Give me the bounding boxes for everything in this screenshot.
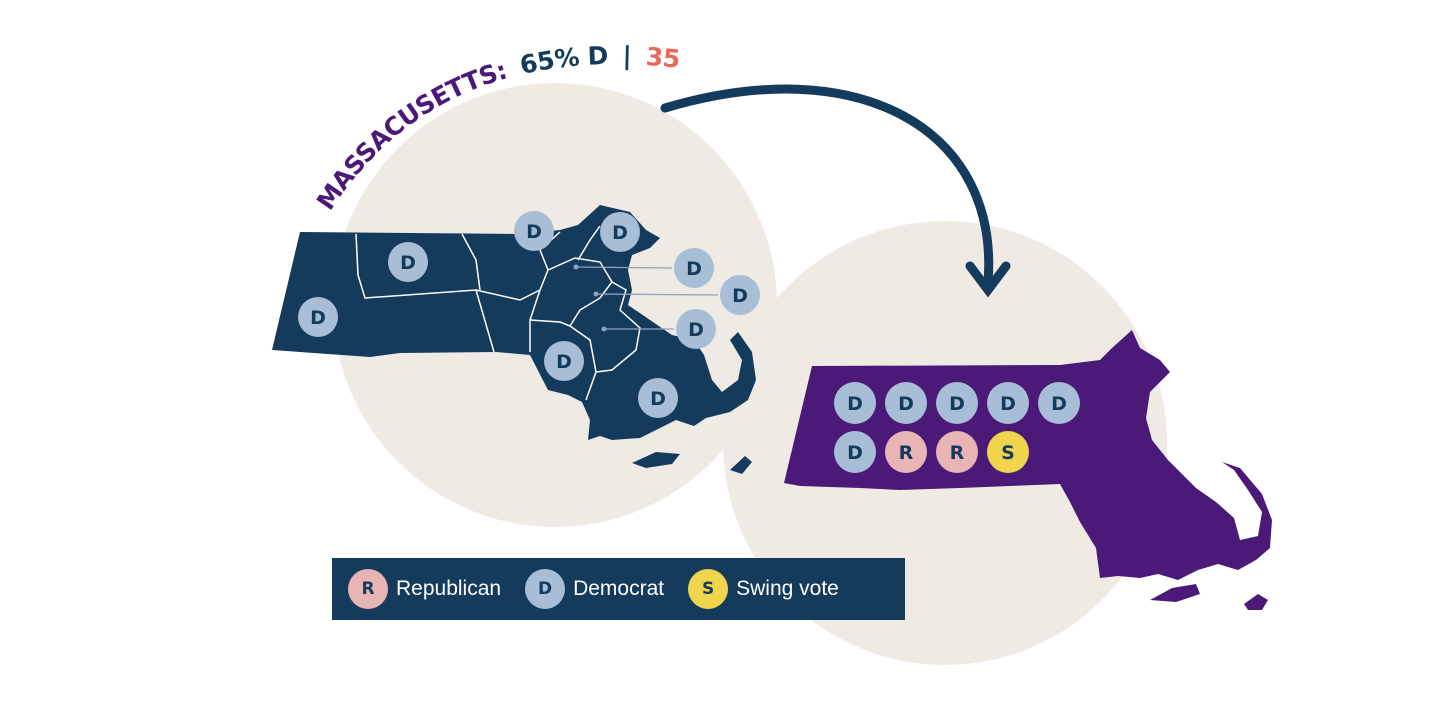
- seat-chip: S: [987, 431, 1029, 473]
- district-chip-letter: D: [556, 351, 572, 373]
- dem-share: 65% D: [517, 41, 608, 80]
- legend: R Republican D Democrat S Swing vote: [332, 558, 905, 620]
- seat-chip-letter: D: [949, 393, 965, 415]
- seat-chip: D: [834, 431, 876, 473]
- district-chip-letter: D: [686, 258, 702, 280]
- seat-chip: R: [936, 431, 978, 473]
- seat-chip-letter: D: [1051, 393, 1067, 415]
- seat-chip-circle: [936, 382, 978, 424]
- district-chip: D: [674, 248, 714, 288]
- swing-chip-icon: S: [688, 569, 729, 609]
- district-chip: D: [676, 309, 716, 349]
- district-chip-letter: D: [612, 222, 628, 244]
- district-chip: D: [544, 341, 584, 381]
- seat-chip-circle: [834, 382, 876, 424]
- district-chip-letter: D: [688, 319, 704, 341]
- seat-chip: D: [936, 382, 978, 424]
- seat-chip-letter: D: [1000, 393, 1016, 415]
- district-chip: D: [638, 378, 678, 418]
- nantucket-island: [632, 452, 680, 468]
- seat-chip: D: [1038, 382, 1080, 424]
- district-chip-letter: D: [732, 285, 748, 307]
- seat-chip-circle: [885, 382, 927, 424]
- district-chip: D: [600, 212, 640, 252]
- district-boundaries: [355, 225, 641, 401]
- district-map: D D D D D D D D D: [272, 205, 760, 474]
- democrat-chip-icon: D: [525, 569, 566, 609]
- district-chip-letter: D: [526, 221, 542, 243]
- district-chip-circle: [676, 309, 716, 349]
- marthas-vineyard-island-right: [1244, 594, 1268, 610]
- seat-chip-circle: [936, 431, 978, 473]
- nantucket-island-right: [1150, 584, 1200, 602]
- chip-leader-lines: [575, 266, 719, 330]
- seat-chip: D: [834, 382, 876, 424]
- district-chip-circle: [514, 211, 554, 251]
- legend-item-republican: R Republican: [348, 569, 501, 609]
- marthas-vineyard-island: [730, 456, 752, 474]
- district-chip-layer: D D D D D D D D D: [298, 211, 760, 418]
- seat-chip-circle: [987, 431, 1029, 473]
- legend-item-democrat: D Democrat: [525, 569, 664, 609]
- legend-label-swing: Swing vote: [736, 577, 839, 600]
- district-chip-circle: [674, 248, 714, 288]
- district-chip: D: [388, 242, 428, 282]
- district-chip-letter: D: [650, 388, 666, 410]
- district-chip-circle: [638, 378, 678, 418]
- district-chip: D: [514, 211, 554, 251]
- proportional-map: D D D D D D R R S: [784, 330, 1272, 610]
- seat-chip-letter: S: [1001, 442, 1015, 464]
- seat-chip: R: [885, 431, 927, 473]
- district-chip-circle: [720, 275, 760, 315]
- seat-chip-circle: [885, 431, 927, 473]
- district-chip-letter: D: [310, 307, 326, 329]
- legend-label-republican: Republican: [396, 577, 502, 600]
- seat-chip: D: [987, 382, 1029, 424]
- seat-chip-letter: R: [899, 442, 914, 464]
- district-chip-circle: [600, 212, 640, 252]
- seat-chip-letter: D: [847, 393, 863, 415]
- seat-chip-circle: [834, 431, 876, 473]
- district-chip: D: [720, 275, 760, 315]
- district-chip-circle: [298, 297, 338, 337]
- curved-arrow: [660, 84, 994, 287]
- seat-chip-circle: [987, 382, 1029, 424]
- seat-chip-letter: R: [950, 442, 965, 464]
- arrow-head-icon: [965, 261, 1011, 298]
- seat-chip-layer: D D D D D D R R S: [834, 382, 1080, 473]
- district-chip-letter: D: [400, 252, 416, 274]
- district-chip-circle: [544, 341, 584, 381]
- seat-chip-letter: D: [847, 442, 863, 464]
- republican-chip-icon: R: [348, 569, 388, 609]
- seat-chip-circle: [1038, 382, 1080, 424]
- seat-chip-letter: D: [898, 393, 914, 415]
- legend-label-democrat: Democrat: [573, 577, 665, 600]
- chip-leader-dots: [573, 264, 607, 332]
- legend-item-swing: S Swing vote: [688, 569, 839, 609]
- district-chip-circle: [388, 242, 428, 282]
- seat-chip: D: [885, 382, 927, 424]
- district-chip: D: [298, 297, 338, 337]
- share-separator: |: [622, 41, 631, 70]
